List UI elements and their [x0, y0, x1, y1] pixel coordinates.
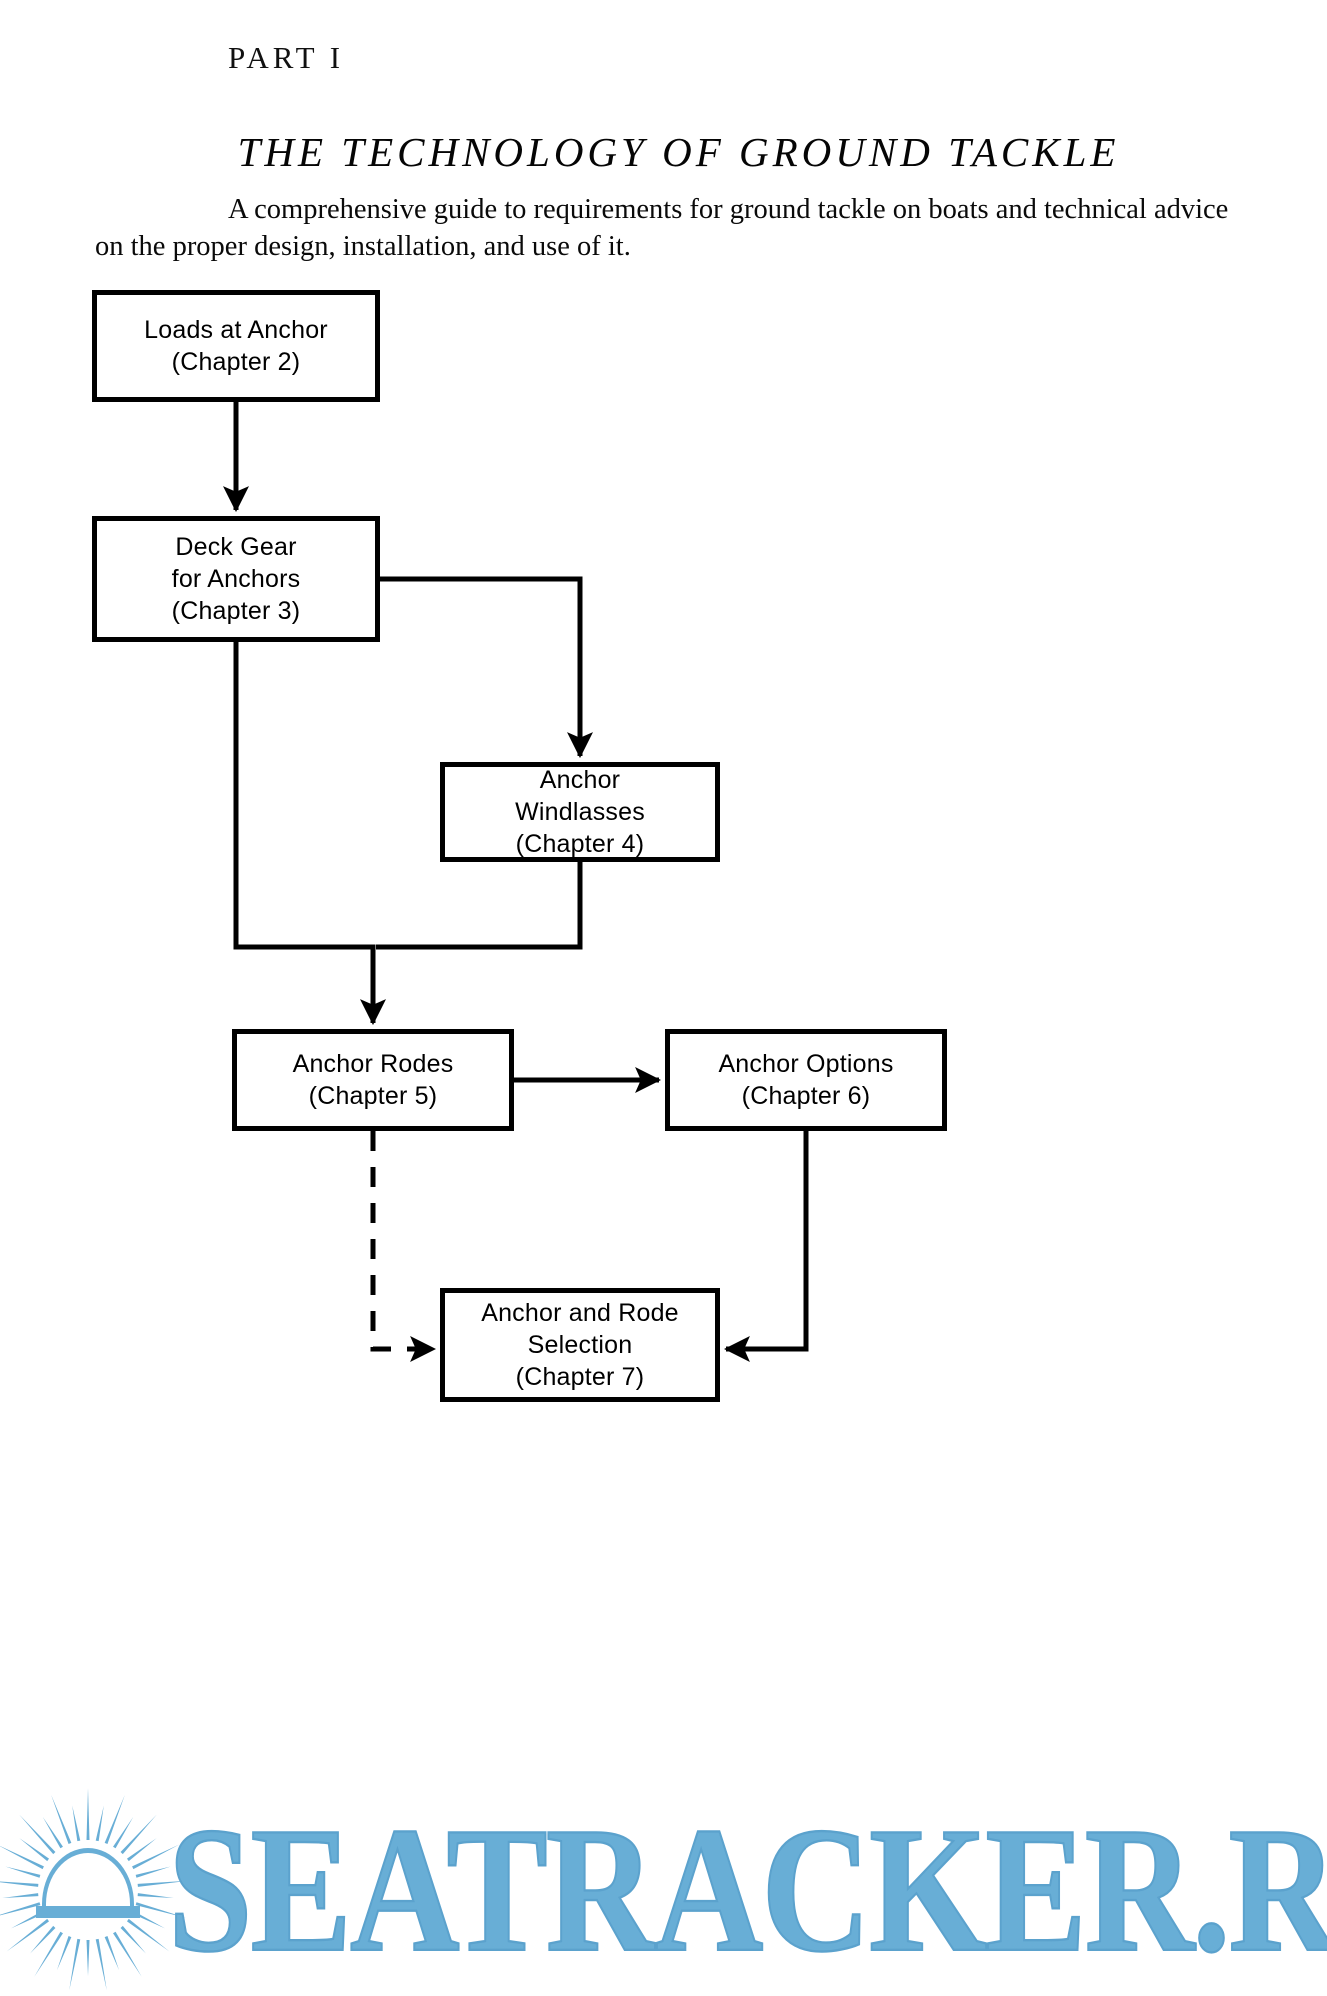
flow-node-deck-gear-for-anchors[interactable]: Deck Gear for Anchors (Chapter 3)	[92, 516, 380, 642]
subtitle-line-2: boats and technical advice on the proper…	[95, 194, 1229, 262]
flow-node-anchor-and-rode-selection[interactable]: Anchor and Rode Selection (Chapter 7)	[440, 1288, 720, 1402]
edge-options-to-selection	[723, 1131, 809, 1362]
edge-deckgear-to-windlasses	[380, 576, 593, 759]
node-options-line1: Anchor Options	[718, 1050, 894, 1078]
node-windlasses-line2: Windlasses	[515, 798, 645, 826]
node-deckgear-line3: (Chapter 3)	[171, 597, 301, 625]
node-selection-line2: Selection	[527, 1331, 633, 1359]
flow-node-anchor-windlasses[interactable]: Anchor Windlasses (Chapter 4)	[440, 762, 720, 862]
node-rodes-line1: Anchor Rodes	[292, 1050, 454, 1078]
flow-node-loads-at-anchor[interactable]: Loads at Anchor (Chapter 2)	[92, 290, 380, 402]
node-rodes-line2: (Chapter 5)	[308, 1082, 438, 1110]
node-selection-line1: Anchor and Rode	[481, 1299, 679, 1327]
node-options-line2: (Chapter 6)	[741, 1082, 871, 1110]
page-subtitle: A comprehensive guide to requirements fo…	[95, 191, 1255, 265]
part-label: PART I	[228, 40, 345, 75]
node-windlasses-line3: (Chapter 4)	[515, 830, 645, 858]
subtitle-line-1: A comprehensive guide to requirements fo…	[228, 194, 922, 225]
node-loads-line1: Loads at Anchor	[144, 316, 328, 344]
node-deckgear-line2: for Anchors	[171, 565, 301, 593]
page-title: THE TECHNOLOGY OF GROUND TACKLE	[237, 129, 1120, 175]
flow-node-anchor-options[interactable]: Anchor Options (Chapter 6)	[665, 1029, 947, 1131]
node-deckgear-line1: Deck Gear	[175, 533, 297, 561]
node-windlasses-line1: Anchor	[539, 766, 621, 794]
edge-windlasses-to-rodes	[376, 862, 583, 950]
flow-node-anchor-rodes[interactable]: Anchor Rodes (Chapter 5)	[232, 1029, 514, 1131]
node-loads-line2: (Chapter 2)	[171, 348, 301, 376]
node-selection-line3: (Chapter 7)	[515, 1363, 645, 1391]
edge-deckgear-to-rodes	[233, 642, 386, 1026]
edge-rodes-to-selection-dashed	[370, 1131, 437, 1362]
